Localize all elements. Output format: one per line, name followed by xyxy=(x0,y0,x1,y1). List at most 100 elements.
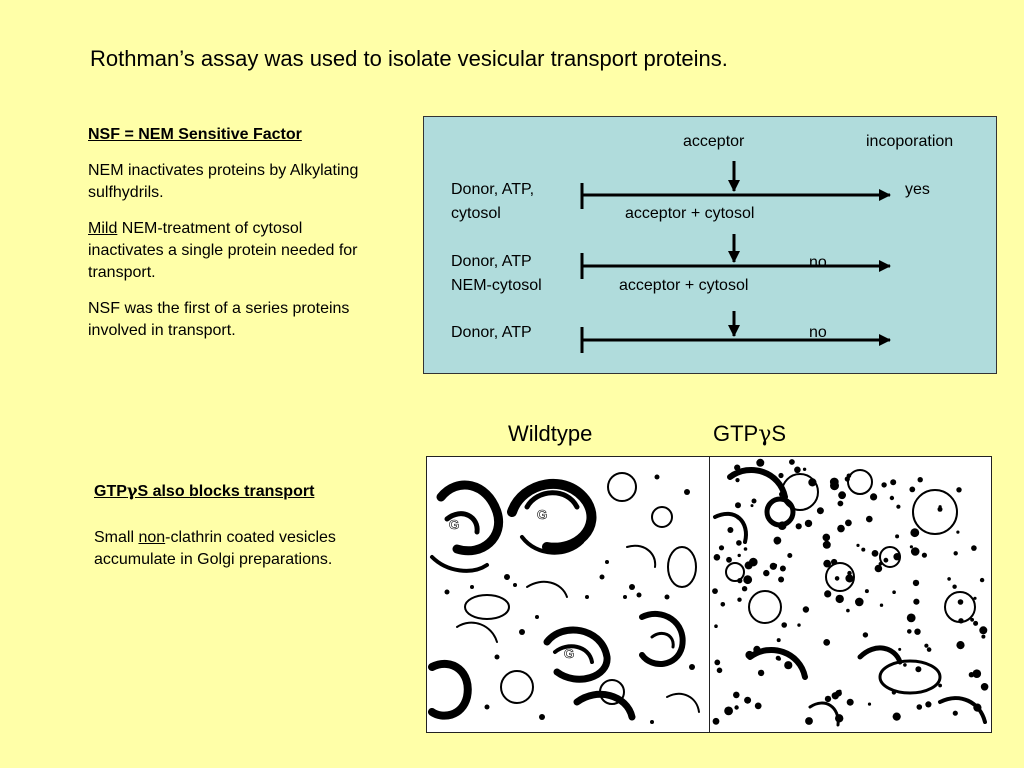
wildtype-label: Wildtype xyxy=(508,421,593,446)
vesicle-dot xyxy=(802,606,810,613)
gtp-gamma-s-label: GTPγS xyxy=(713,421,786,447)
vesicle-dot xyxy=(862,632,869,638)
gtp-heading-suffix: S also blocks transport xyxy=(137,483,315,500)
vesicle-dot xyxy=(838,491,846,500)
vesicle-dot xyxy=(823,639,831,646)
vesicle-dot xyxy=(938,683,942,688)
nsf-text-block: NSF = NEM Sensitive Factor NEM inactivat… xyxy=(88,124,378,356)
vesicle-dot xyxy=(867,702,872,706)
vesicle-dot xyxy=(892,712,901,721)
vesicle-dot xyxy=(720,602,726,607)
vesicle-dot xyxy=(789,459,795,465)
vesicle-dot xyxy=(712,717,720,725)
vesicle-dot xyxy=(775,655,781,661)
incorporation-column-label: incoporation xyxy=(866,133,954,150)
vesicle-dot xyxy=(773,563,778,567)
vesicle-dot xyxy=(778,472,784,479)
vesicle-dot xyxy=(734,464,741,471)
vesicle-dot xyxy=(883,557,889,563)
vesicle-dot xyxy=(714,624,718,628)
gtp-heading-gamma: γ xyxy=(126,481,138,500)
vesicle-dot xyxy=(822,533,831,542)
vesicle-dot xyxy=(864,589,869,594)
vesicle-dot xyxy=(881,482,887,488)
vesicle-dot xyxy=(737,597,742,602)
vesicle-dot xyxy=(737,553,741,558)
vesicle-dot xyxy=(925,701,932,708)
vesicle-dot xyxy=(973,703,982,712)
vesicle-dot xyxy=(870,493,878,501)
vesicle-dot xyxy=(822,540,831,549)
vesicle-dot xyxy=(716,667,723,674)
vesicle-dot xyxy=(804,519,813,528)
vesicle-dot xyxy=(895,534,900,539)
vesicle-dot xyxy=(956,641,965,650)
vesicle-dot xyxy=(980,683,989,691)
vesicle-dot xyxy=(779,565,786,572)
vesicle-dot xyxy=(958,618,964,624)
vesicle-dot xyxy=(907,629,912,634)
vesicle-dot xyxy=(914,628,921,635)
vesicle-dot xyxy=(712,588,718,594)
vesicle-dot xyxy=(713,554,721,561)
vesicle-dot xyxy=(724,706,733,716)
vesicle-dot xyxy=(795,523,802,530)
vesicle-dot xyxy=(846,698,854,706)
vesicle-dot xyxy=(831,558,838,566)
vesicle-dot xyxy=(797,623,801,627)
nsf-heading: NSF = NEM Sensitive Factor xyxy=(88,126,302,143)
vesicle-dot xyxy=(733,691,740,699)
non-word: non xyxy=(138,529,166,546)
vesicle-dot xyxy=(917,477,923,483)
vesicle-dot xyxy=(866,515,873,523)
row2-result: no xyxy=(809,254,827,271)
vesicle-dot xyxy=(947,577,951,581)
vesicle-dot xyxy=(744,696,752,704)
row1-donor-line2: cytosol xyxy=(451,205,501,222)
vesicle-dot xyxy=(861,547,866,552)
golgi-marker-1: G xyxy=(449,517,459,532)
gtp-paragraph: Small non-clathrin coated vesicles accum… xyxy=(94,527,384,571)
vesicle-dot xyxy=(847,570,852,576)
vesicle-dot xyxy=(889,495,895,501)
vesicle-dot xyxy=(957,599,964,605)
nsf-paragraph-1: NEM inactivates proteins by Alkylating s… xyxy=(88,162,359,201)
vesicle-dot xyxy=(903,663,907,667)
vesicle-dot xyxy=(805,717,813,725)
vesicle-dot xyxy=(972,669,982,678)
assay-arrows xyxy=(580,161,891,353)
vesicle-dot xyxy=(745,650,754,660)
vesicle-dot xyxy=(727,527,734,533)
vesicle-dot xyxy=(910,528,920,538)
vesicle-dot xyxy=(956,530,960,534)
vesicle-dot xyxy=(753,645,761,653)
vesicle-dot xyxy=(808,478,817,487)
golgi-marker-2: G xyxy=(537,507,547,522)
vesicle-dot xyxy=(824,695,832,703)
gtp-label-prefix: GTP xyxy=(713,421,759,446)
gtp-heading-prefix: GTP xyxy=(94,483,127,500)
vesicle-dot xyxy=(778,576,785,583)
vesicle-dot xyxy=(816,507,824,515)
vesicle-dot xyxy=(779,491,784,497)
vesicle-dot xyxy=(726,556,732,563)
vesicle-dot xyxy=(973,620,979,626)
vesicle-dot xyxy=(916,704,923,710)
vesicle-dot xyxy=(835,594,844,604)
row1-donor-line1: Donor, ATP, xyxy=(451,181,535,198)
vesicle-dot xyxy=(952,710,958,716)
vesicle-dot xyxy=(913,598,920,605)
vesicle-dot xyxy=(845,519,852,527)
vesicle-dot xyxy=(910,547,920,556)
mild-word: Mild xyxy=(88,220,118,237)
row1-sublabel: acceptor + cytosol xyxy=(625,205,755,222)
vesicle-dot xyxy=(750,504,754,508)
vesicle-dot xyxy=(824,590,832,598)
vesicle-dot xyxy=(921,552,927,558)
row3-result: no xyxy=(809,324,827,341)
vesicle-dot xyxy=(763,569,770,577)
vesicle-dot xyxy=(856,543,860,547)
gtp-paragraph-text: -clathrin coated vesicles accumulate in … xyxy=(94,529,336,568)
vesicle-dot xyxy=(776,638,781,643)
vesicle-dot xyxy=(823,559,832,568)
